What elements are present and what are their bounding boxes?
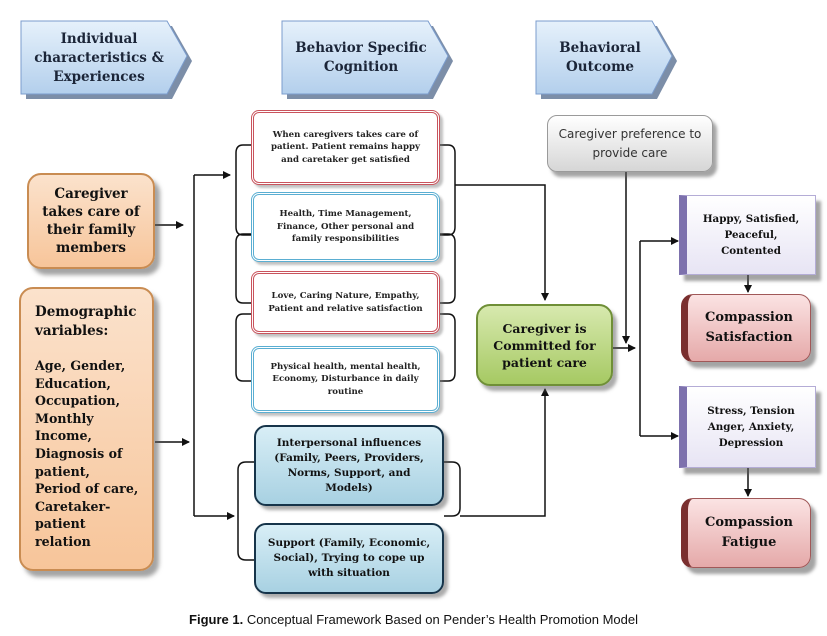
committed-box: Caregiver is Committed for patient care [476,304,613,386]
header-individual: Individual characteristics & Experiences [34,30,164,85]
bracket-left-3 [235,313,251,382]
bracket-right-3 [440,313,456,382]
bracket-left-4 [237,461,254,561]
header-shape-individual [20,20,192,99]
demographic-title: Demographic variables: [35,304,137,339]
demographic-items: Age, Gender, Education, Occupation, Mont… [35,358,139,549]
header-shape-outcome [535,20,677,99]
header-shape-cognition [281,20,453,99]
cognition-box-6: Support (Family, Economic, Social), Tryi… [254,523,444,594]
figure-caption-text: Conceptual Framework Based on Pender’s H… [243,612,638,627]
bracket-right-2 [440,233,456,304]
cognition-box-5: Interpersonal influences (Family, Peers,… [254,425,444,506]
cognition-box-1: When caregivers takes care of patient. P… [251,110,440,185]
bracket-right-1 [440,144,456,236]
header-outcome: Behavioral Outcome [559,40,641,75]
bracket-left-2 [235,233,251,304]
negative-outcome-box: Stress, Tension Anger, Anxiety, Depressi… [679,386,816,468]
cognition-box-3: Love, Caring Nature, Empathy, Patient an… [251,271,440,334]
caregiver-box: Caregiver takes care of their family mem… [27,173,155,269]
compassion-satisfaction-box: Compassion Satisfaction [681,294,811,362]
cognition-box-4: Physical health, mental health, Economy,… [251,346,440,413]
arrow-cognition-to-committed [455,184,549,301]
bracket-left-1 [235,144,251,236]
arrow-influences-to-committed [460,388,549,517]
bracket-right-4 [444,461,461,517]
preference-box: Caregiver preference to provide care [547,115,713,172]
positive-outcome-box: Happy, Satisfied, Peaceful, Contented [679,195,816,275]
figure-caption-label: Figure 1. [189,612,244,627]
demographic-box: Demographic variables: Age, Gender, Educ… [19,287,154,571]
header-cognition: Behavior Specific Cognition [295,40,427,75]
figure-caption: Figure 1. Conceptual Framework Based on … [0,612,827,627]
cognition-box-2: Health, Time Management, Finance, Other … [251,192,440,262]
compassion-fatigue-box: Compassion Fatigue [681,498,811,568]
